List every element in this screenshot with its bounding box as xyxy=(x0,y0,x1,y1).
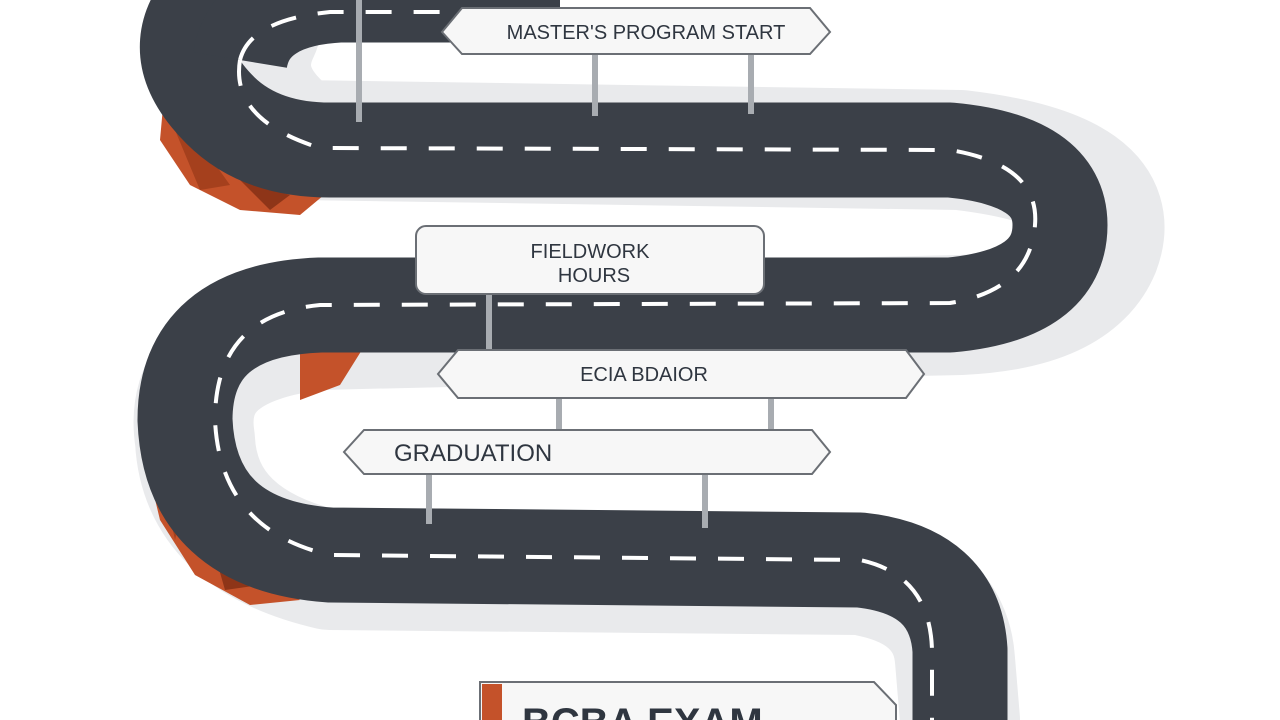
sign-label-graduation: GRADUATION xyxy=(394,440,552,467)
sign-posts xyxy=(356,0,774,528)
winding-road-icon xyxy=(137,0,1108,720)
lane-marking xyxy=(212,59,1038,720)
sign-label-fieldwork-line1: FIELDWORK xyxy=(531,241,651,263)
sign-ecia-bdaior: ECIA BDAIOR xyxy=(436,349,926,399)
sign-fieldwork-hours: FIELDWORK HOURS xyxy=(415,225,765,295)
sign-label-masters: MASTER'S PROGRAM START xyxy=(507,22,786,44)
sign-label-bcba-exam: BCBA EXAM xyxy=(522,701,763,720)
sign-masters-program-start: MASTER'S PROGRAM START xyxy=(440,7,832,55)
sign-graduation: GRADUATION xyxy=(342,429,832,475)
sign-label-ecia: ECIA BDAIOR xyxy=(580,364,708,386)
sign-bcba-exam: BCBA EXAM xyxy=(479,681,897,720)
sign-label-fieldwork-line2: HOURS xyxy=(558,265,630,287)
road-top-loop xyxy=(193,0,560,71)
road-surface xyxy=(137,0,1108,720)
lane-marking-top xyxy=(238,10,560,61)
